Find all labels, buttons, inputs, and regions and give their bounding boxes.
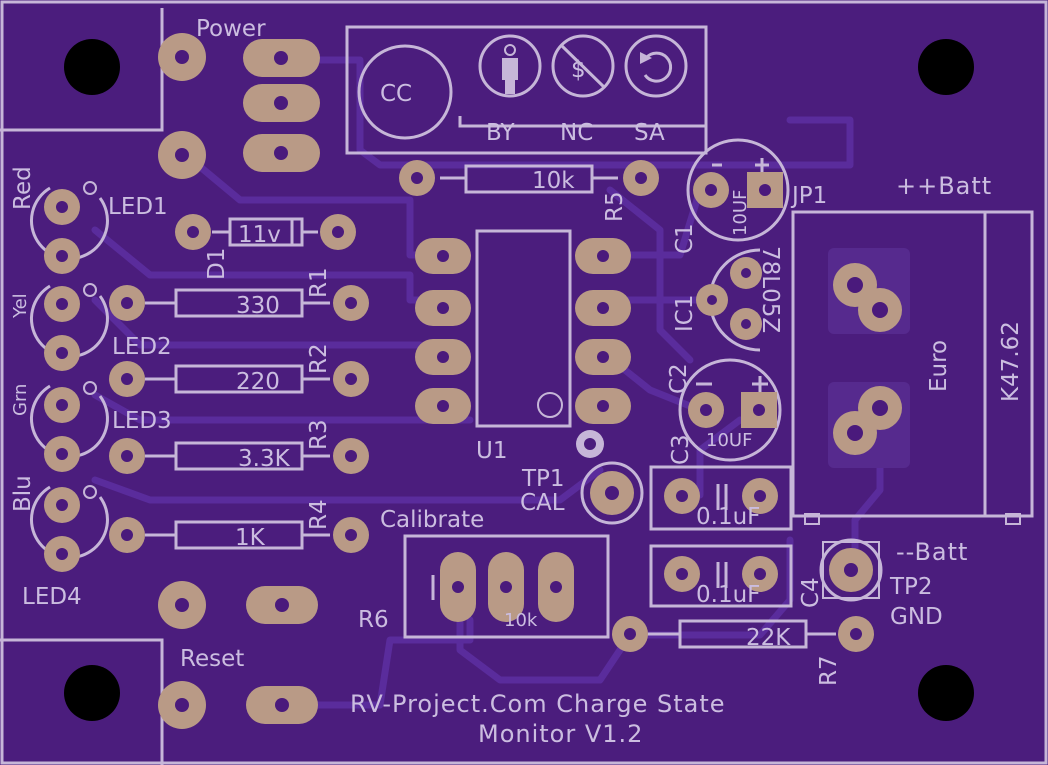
led2-label: LED2: [112, 334, 172, 360]
sa-label: SA: [634, 120, 665, 146]
r3-label: R3: [306, 419, 332, 450]
resistor-r2: 220 R2: [109, 343, 369, 397]
resistor-r5: 10k R5: [399, 160, 659, 222]
r5-label: R5: [602, 191, 628, 222]
creative-commons-logo: CC $ BY NC SA: [345, 25, 708, 155]
led2: LED2 Yel: [10, 283, 172, 371]
test-point-tp1: TP1 CAL: [520, 461, 644, 525]
no-dollar-icon: [551, 34, 615, 98]
r2-value: 220: [236, 369, 280, 395]
cal-label: CAL: [520, 490, 565, 516]
u1-label: U1: [476, 438, 507, 464]
resistor-r3: 3.3K R3: [109, 419, 369, 474]
reset-connector: Reset: [0, 581, 318, 765]
person-icon: [478, 34, 542, 98]
r6-value: 10k: [504, 610, 538, 631]
gnd-label: GND: [890, 604, 943, 630]
power-connector: Power: [0, 8, 320, 179]
c3-value: 0.1uF: [696, 504, 760, 530]
ic1-label: IC1: [672, 295, 698, 332]
capacitor-c4: 0.1uF C4: [649, 544, 824, 608]
d1-label: D1: [204, 248, 230, 280]
red-label: Red: [10, 166, 36, 210]
terminal-block-euro: Euro K47.62 ++Batt --Batt: [791, 172, 1034, 566]
capacitor-c1: 10UF C1 JP1: [672, 138, 827, 254]
r6-label: R6: [358, 607, 389, 633]
k47-label: K47.62: [998, 321, 1024, 402]
resistor-r7: 22K R7: [612, 616, 874, 686]
c2-value: 10UF: [706, 430, 752, 451]
power-label: Power: [196, 16, 266, 42]
c2-label: C2: [666, 363, 692, 394]
neg-batt-label: --Batt: [896, 538, 968, 566]
led3-label: LED3: [112, 408, 172, 434]
c1-value: 10UF: [730, 190, 751, 236]
d1-value: 11v: [238, 222, 281, 248]
resistor-r4: 1K R4: [109, 499, 369, 553]
nc-label: NC: [560, 120, 593, 146]
euro-label: Euro: [926, 340, 952, 392]
capacitor-c3: 0.1uF C3: [649, 434, 793, 531]
jp1-label: JP1: [790, 183, 827, 209]
r3-value: 3.3K: [238, 446, 291, 472]
r4-label: R4: [306, 499, 332, 530]
r1-label: R1: [306, 267, 332, 298]
pos-batt-label: ++Batt: [896, 172, 992, 200]
share-alike-icon: [624, 34, 688, 98]
blu-label: Blu: [10, 475, 36, 512]
reset-label: Reset: [180, 646, 244, 672]
mounting-hole-top-right: [918, 39, 974, 95]
by-label: BY: [486, 120, 516, 146]
ic-u1: U1: [415, 229, 631, 464]
led1: LED1 Red: [10, 166, 168, 274]
led3: LED3 Grn: [10, 381, 172, 472]
c4-label: C4: [798, 577, 824, 608]
calibrate-label: Calibrate: [380, 507, 484, 533]
diode-d1: 11v D1: [175, 214, 356, 280]
capacitor-c2: 10UF C2: [666, 358, 782, 462]
led4: LED4 Blu: [10, 475, 109, 610]
board-title-line2: Monitor V1.2: [478, 720, 643, 748]
led4-label: LED4: [22, 584, 82, 610]
r1-value: 330: [236, 293, 280, 319]
grn-label: Grn: [10, 384, 31, 416]
cc-label: CC: [380, 81, 412, 107]
c4-value: 0.1uF: [696, 582, 760, 608]
led1-label: LED1: [108, 194, 168, 220]
mounting-hole-top-left: [64, 39, 120, 95]
resistor-r1: 330 R1: [109, 267, 369, 321]
board-title-line1: RV-Project.Com Charge State: [350, 690, 726, 718]
r7-value: 22K: [746, 625, 791, 651]
regulator-ic1: 78L05Z IC1: [672, 246, 783, 352]
mounting-hole-bottom-left: [64, 665, 120, 721]
yel-label: Yel: [10, 293, 31, 319]
r4-value: 1K: [235, 525, 266, 551]
tp1-label: TP1: [521, 466, 565, 492]
r7-label: R7: [816, 655, 842, 686]
r2-label: R2: [306, 343, 332, 374]
ic1-value: 78L05Z: [757, 246, 783, 333]
c1-label: C1: [672, 223, 698, 254]
c3-label: C3: [668, 434, 694, 465]
test-point-tp2: TP2 GND: [819, 538, 943, 630]
tp2-label: TP2: [889, 574, 933, 600]
mounting-hole-bottom-right: [918, 665, 974, 721]
r5-value: 10k: [532, 168, 575, 194]
trimmer-r6: 10k R6 Calibrate: [358, 507, 610, 639]
